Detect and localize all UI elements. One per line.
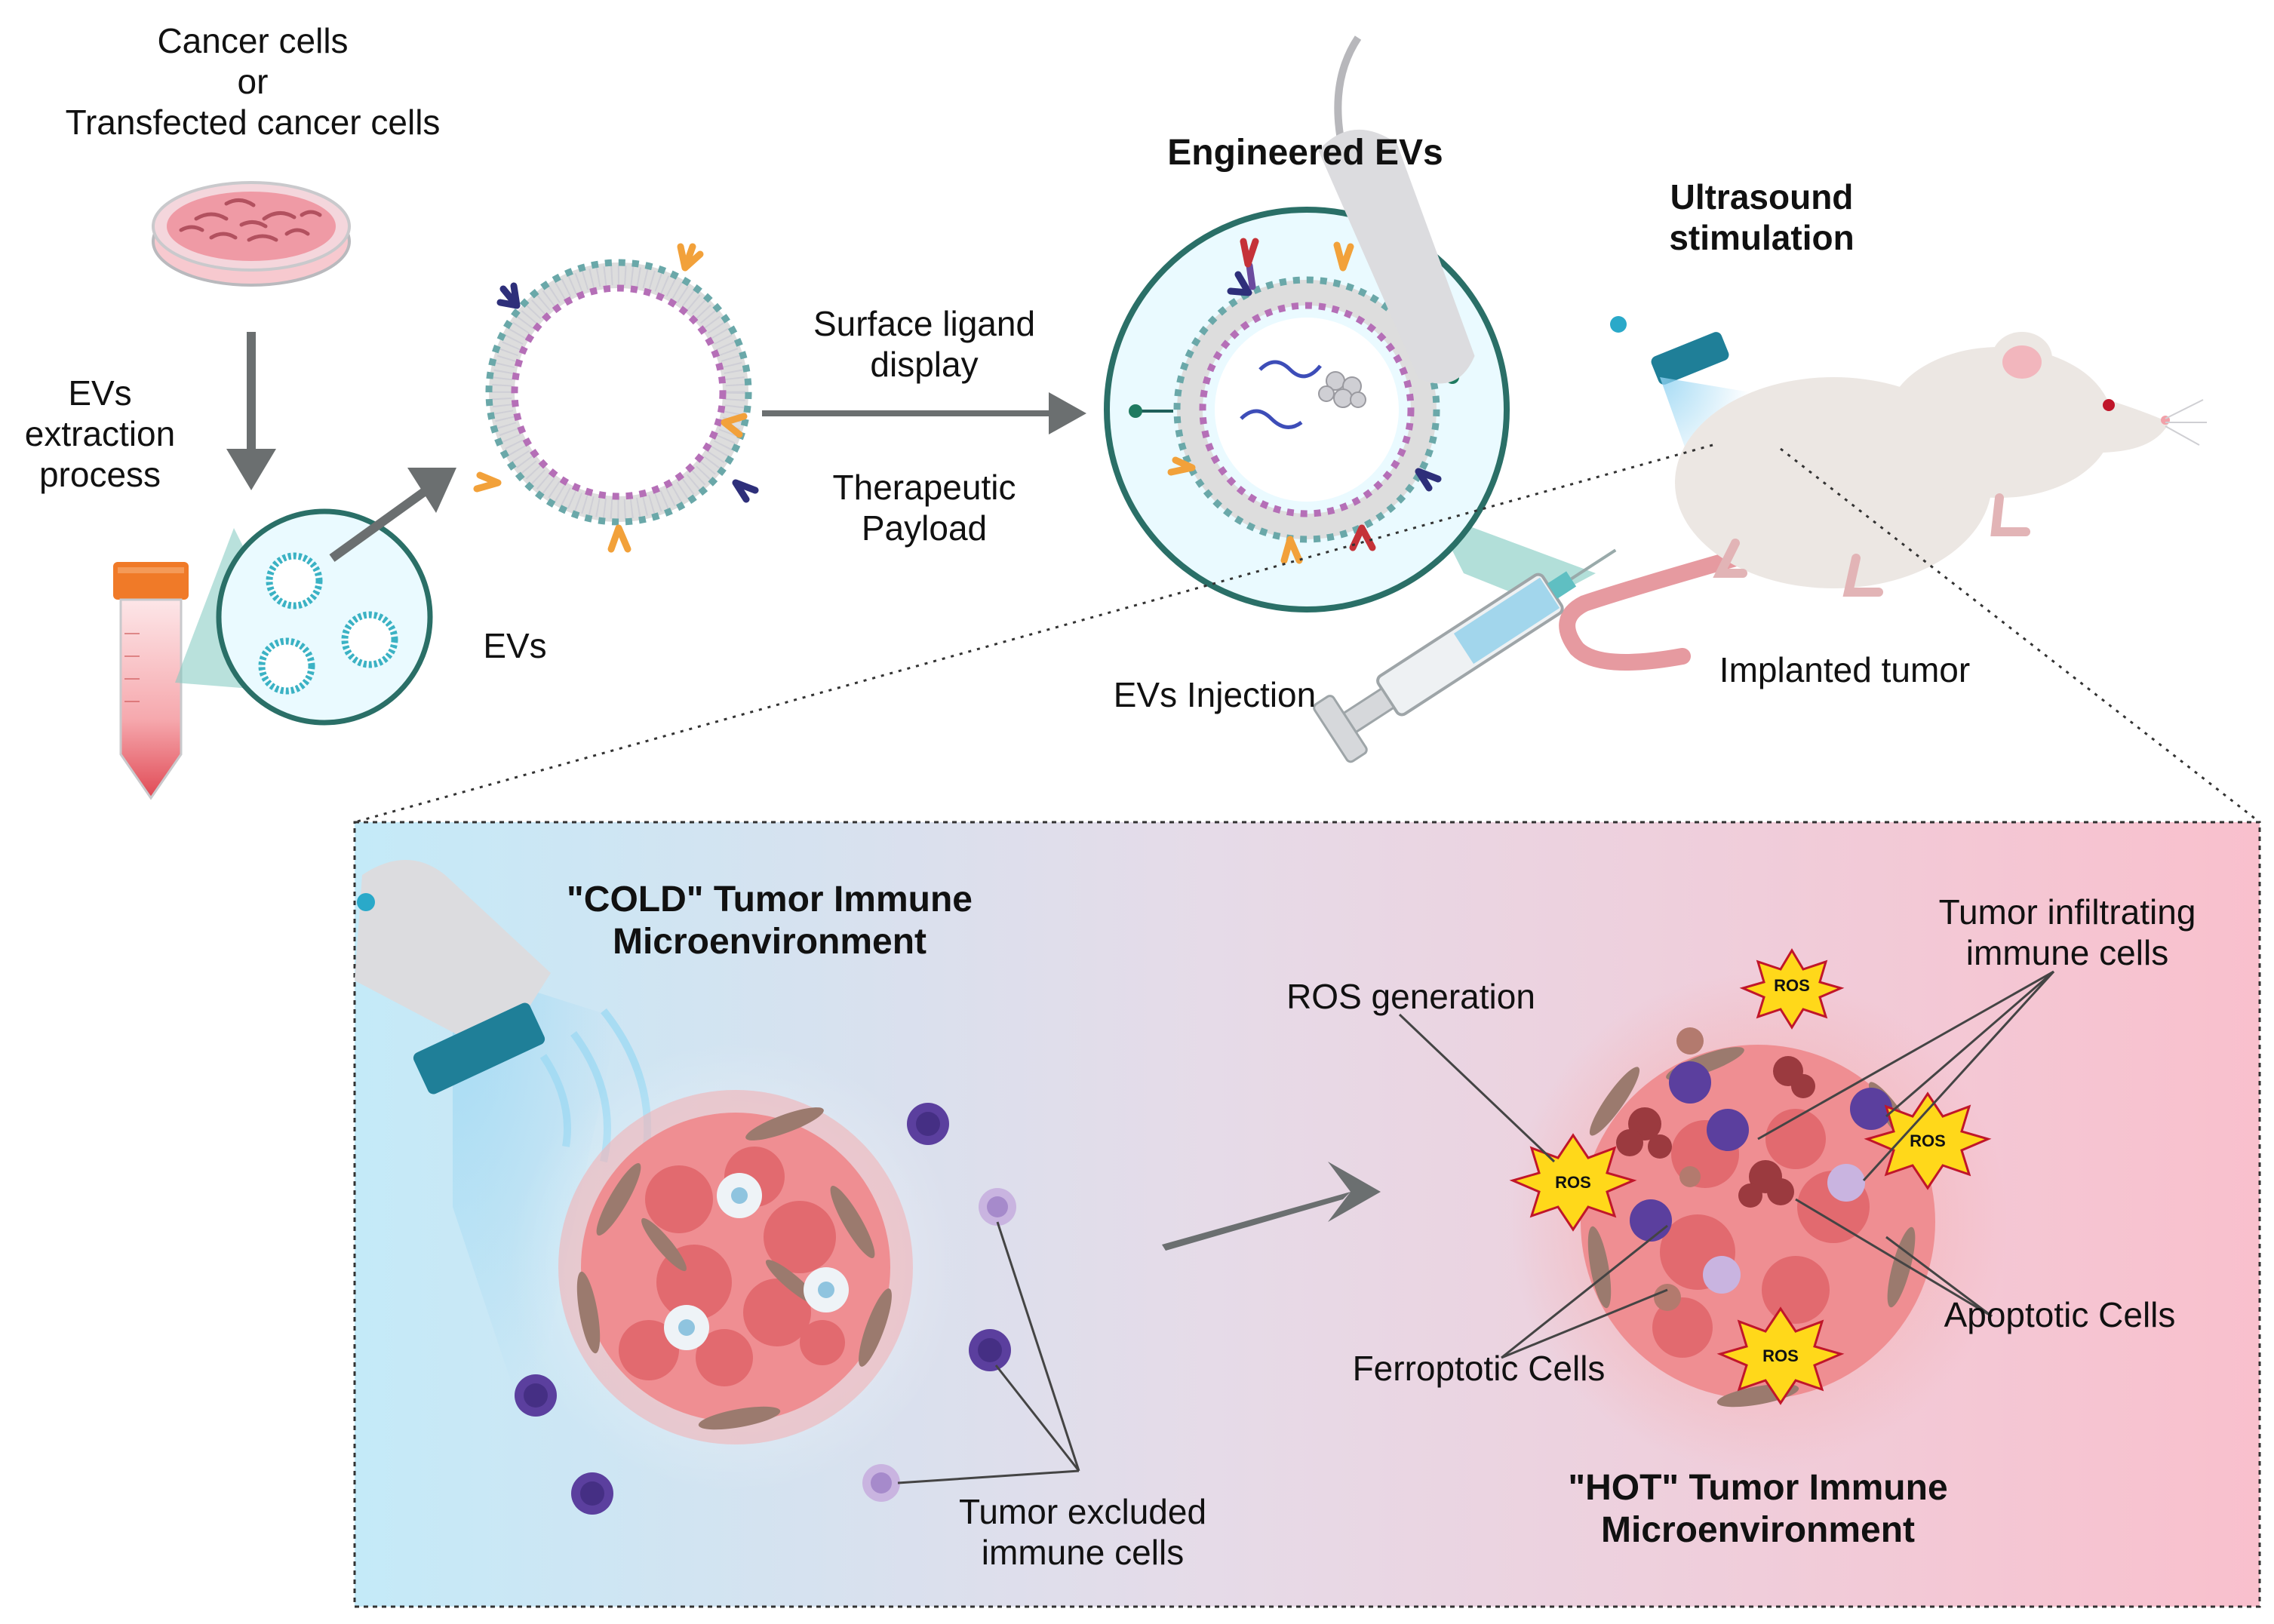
- implanted-tumor-label: Implanted tumor: [1719, 650, 1971, 689]
- therapeutic-line-1: Therapeutic: [832, 468, 1016, 507]
- ros-badge-1: ROS: [1774, 976, 1810, 995]
- therapeutic-line-2: Payload: [861, 508, 988, 548]
- excluded-callout-lines: [897, 1221, 1080, 1484]
- source-line-1: Cancer cells: [157, 21, 349, 60]
- tumor-cluster-icon: [509, 1041, 962, 1494]
- ros-badge-4: ROS: [1762, 1346, 1799, 1365]
- evs-label: EVs: [483, 626, 547, 665]
- ros-badge-3: ROS: [1910, 1131, 1946, 1150]
- engineered-ev-icon: [1104, 207, 1510, 612]
- infiltrating-line-2: immune cells: [1965, 932, 2169, 972]
- arrow-right-icon: [1162, 1162, 1381, 1251]
- extraction-line-1: EVs: [68, 373, 132, 413]
- hot-title-line-2: Microenvironment: [1600, 1510, 1916, 1551]
- centrifuge-tube-icon: [113, 562, 189, 800]
- excluded-immune-label: Tumor excluded immune cells: [924, 1492, 1241, 1573]
- syringe-icon: [1313, 548, 1617, 763]
- infiltrating-immune-label: Tumor infiltrating immune cells: [1901, 892, 2233, 974]
- ultrasound-label: Ultrasound stimulation: [1633, 177, 1890, 259]
- petri-dish-icon: [152, 181, 351, 287]
- surface-ligand-label: Surface ligand display: [777, 304, 1071, 385]
- excluded-line-1: Tumor excluded: [958, 1492, 1207, 1531]
- arrow-diagonal-icon: [329, 468, 456, 562]
- surface-ligand-line-2: display: [870, 344, 979, 384]
- projection-lines: [354, 444, 2260, 824]
- mouse-icon: [1559, 332, 2207, 671]
- ros-badge-2: ROS: [1555, 1173, 1591, 1192]
- excluded-line-2: immune cells: [981, 1532, 1185, 1572]
- source-line-3: Transfected cancer cells: [65, 102, 441, 142]
- cold-tme-title: "COLD" Tumor Immune Microenvironment: [521, 879, 1019, 963]
- apoptotic-cells-label: Apoptotic Cells: [1944, 1295, 2176, 1334]
- cold-title-line-1: "COLD" Tumor Immune: [567, 880, 973, 919]
- cold-title-line-2: Microenvironment: [612, 922, 927, 962]
- hot-callout-lines: [1398, 970, 2055, 1359]
- ros-generation-label: ROS generation: [1286, 977, 1535, 1016]
- tumor-cluster-icon: [1509, 973, 2007, 1471]
- evs-injection-label: EVs Injection: [1113, 675, 1317, 714]
- ros-burst-icon: [1509, 948, 1992, 1405]
- immune-cell-icon: [515, 1103, 1016, 1515]
- ultrasound-line-1: Ultrasound: [1670, 177, 1854, 216]
- source-line-2: or: [237, 61, 269, 101]
- extraction-line-2: extraction: [24, 413, 176, 453]
- ferroptotic-cells-label: Ferroptotic Cells: [1352, 1349, 1606, 1388]
- hot-title-line-1: "HOT" Tumor Immune: [1568, 1468, 1948, 1508]
- extraction-line-3: process: [38, 454, 161, 494]
- arrow-right-icon: [762, 392, 1086, 434]
- surface-ligand-line-1: Surface ligand: [813, 304, 1036, 343]
- therapeutic-label: Therapeutic Payload: [777, 468, 1071, 549]
- engineered-evs-title: Engineered EVs: [1167, 133, 1443, 173]
- ev-vesicle-icon: [258, 552, 398, 695]
- source-cells-label: Cancer cells or Transfected cancer cells: [30, 21, 475, 143]
- arrow-down-icon: [226, 332, 276, 490]
- hot-tme-title: "HOT" Tumor Immune Microenvironment: [1509, 1467, 2007, 1552]
- ev-zoom-circle: [216, 508, 433, 726]
- extraction-label: EVs extraction process: [0, 373, 200, 495]
- ultrasound-line-2: stimulation: [1669, 217, 1855, 257]
- infiltrating-line-1: Tumor infiltrating: [1938, 892, 2196, 932]
- ev-vesicle-large: [473, 243, 759, 553]
